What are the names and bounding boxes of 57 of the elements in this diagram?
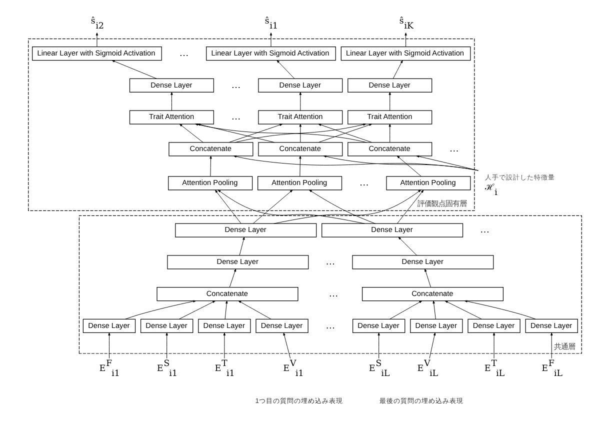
label: … <box>325 256 335 268</box>
arrow <box>276 60 294 79</box>
arrow <box>298 156 301 176</box>
arrow <box>95 32 98 47</box>
arrow <box>124 300 196 320</box>
arrow <box>217 190 364 224</box>
label: … <box>328 288 338 300</box>
label: … <box>178 48 188 59</box>
label: … <box>358 177 369 188</box>
arrow <box>233 155 478 171</box>
arrow <box>424 268 431 288</box>
arrow <box>388 92 390 111</box>
arrow <box>238 300 271 320</box>
arrow <box>492 332 495 359</box>
arrow <box>269 32 272 47</box>
arrow <box>222 332 226 359</box>
arrow <box>273 190 421 224</box>
arrow <box>432 300 436 320</box>
arrow <box>404 32 406 47</box>
label: … <box>230 80 240 91</box>
arrow <box>282 332 290 359</box>
arrow <box>389 300 422 320</box>
arrow <box>298 92 301 111</box>
arrow <box>165 332 168 359</box>
arrow <box>108 332 110 359</box>
arrow <box>224 300 228 320</box>
arrow <box>228 268 236 288</box>
arrow <box>111 60 156 79</box>
arrow <box>228 124 282 143</box>
label: … <box>448 143 459 154</box>
arrow <box>238 236 244 256</box>
arrow <box>234 124 366 143</box>
label: … <box>479 224 490 236</box>
arrow <box>398 236 416 256</box>
arrow <box>178 124 203 143</box>
arrow <box>252 190 292 224</box>
arrow <box>194 124 366 143</box>
arrow <box>178 300 215 320</box>
arrow <box>388 124 390 143</box>
arrow <box>377 332 380 359</box>
label: … <box>325 320 335 332</box>
arrow <box>322 155 478 171</box>
arrow <box>464 300 536 320</box>
arrow <box>396 156 421 177</box>
arrow <box>196 124 274 143</box>
arrow <box>550 332 552 359</box>
arrow <box>444 300 482 320</box>
arrow <box>298 124 301 143</box>
arrow <box>308 190 375 224</box>
label: … <box>230 112 240 123</box>
arrow <box>214 190 241 224</box>
arrow <box>396 190 424 224</box>
arrow <box>170 92 172 111</box>
arrow <box>416 155 478 171</box>
arrow <box>428 332 436 359</box>
arrow <box>209 156 212 176</box>
arrow <box>392 60 402 79</box>
